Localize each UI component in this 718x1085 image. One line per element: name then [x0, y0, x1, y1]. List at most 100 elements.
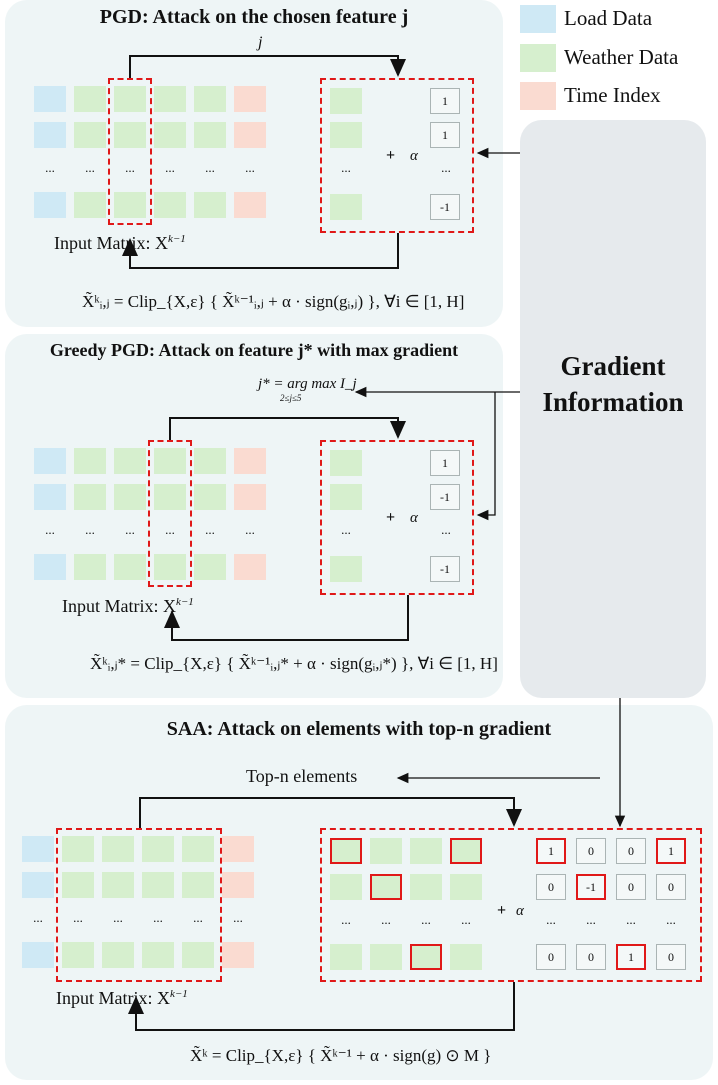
saa-pert-cell-green	[330, 838, 362, 864]
pgd-pert-value: 1	[430, 122, 460, 148]
greedy-ellipsis: ...	[85, 522, 95, 537]
pgd-perturbation-box	[320, 78, 474, 233]
saa-pert-cell-green	[410, 838, 442, 864]
saa-cell-blue	[22, 872, 54, 898]
greedy-cell-green	[114, 554, 146, 580]
pgd-cell-green	[154, 86, 186, 112]
saa-cell-green	[62, 836, 94, 862]
saa-mask-ellipsis: ...	[626, 912, 636, 927]
greedy-pert-ellipsis: ...	[341, 522, 351, 537]
saa-mask-value: 0	[656, 874, 686, 900]
pgd-pert-value-ellipsis: ...	[441, 160, 451, 175]
greedy-select-arrow	[169, 417, 406, 440]
pgd-cell-blue	[34, 192, 66, 218]
saa-pert-highlight	[330, 838, 362, 864]
greedy-plus-sign: +	[386, 509, 396, 526]
pgd-cell-green	[114, 86, 146, 112]
saa-mask-value: 1	[656, 838, 686, 864]
saa-cell-blue	[22, 836, 54, 862]
greedy-cell-green	[154, 484, 186, 510]
saa-pert-cell-green	[410, 874, 442, 900]
legend-swatch-weather	[520, 44, 556, 72]
greedy-cell-pink	[234, 484, 266, 510]
pgd-alpha: α	[410, 148, 418, 164]
saa-pert-cell-green	[450, 944, 482, 970]
pgd-cell-green	[194, 86, 226, 112]
pgd-pert-ellipsis: ...	[341, 160, 351, 175]
greedy-return-arrow	[164, 595, 409, 641]
saa-mask-ellipsis: ...	[586, 912, 596, 927]
saa-pert-cell-green	[370, 838, 402, 864]
saa-mask-ellipsis: ...	[666, 912, 676, 927]
greedy-cell-pink	[234, 448, 266, 474]
saa-mask-value: 1	[536, 838, 566, 864]
greedy-pert-value: 1	[430, 450, 460, 476]
saa-ellipsis: ...	[33, 910, 43, 925]
saa-mask-value: 0	[656, 944, 686, 970]
pgd-pert-cell-green	[330, 122, 362, 148]
pgd-plus-sign: +	[386, 147, 396, 164]
pgd-formula: X̃ᵏᵢ,ⱼ = Clip_{X,ε} { X̃ᵏ⁻¹ᵢ,ⱼ + α · sig…	[82, 292, 465, 311]
greedy-argmax-text: j* = arg max I_j	[258, 376, 357, 392]
saa-cell-green	[142, 872, 174, 898]
saa-ellipsis: ...	[233, 910, 243, 925]
pgd-cell-blue	[34, 122, 66, 148]
greedy-argmax-sub: 2≤j≤5	[280, 393, 302, 403]
pgd-cell-pink	[234, 192, 266, 218]
saa-plus-sign: +	[497, 902, 507, 919]
saa-pert-cell-green	[450, 838, 482, 864]
saa-input-label-sup: k−1	[170, 988, 188, 1000]
greedy-formula: X̃ᵏᵢ,ⱼ* = Clip_{X,ε} { X̃ᵏ⁻¹ᵢ,ⱼ* + α · s…	[90, 654, 498, 673]
pgd-input-label-text: Input Matrix: X	[54, 233, 168, 253]
greedy-pert-cell-green	[330, 484, 362, 510]
greedy-ellipsis: ...	[45, 522, 55, 537]
greedy-cell-green	[74, 554, 106, 580]
greedy-ellipsis: ...	[165, 522, 175, 537]
saa-return-arrow	[128, 982, 515, 1031]
greedy-cell-green	[154, 448, 186, 474]
saa-cell-green	[102, 836, 134, 862]
pgd-title: PGD: Attack on the chosen feature j	[99, 6, 409, 28]
greedy-cell-blue	[34, 554, 66, 580]
saa-pert-cell-green	[410, 944, 442, 970]
saa-select-arrow	[139, 797, 522, 828]
saa-mask-value: 0	[576, 944, 606, 970]
saa-pert-ellipsis: ...	[421, 912, 431, 927]
saa-pert-ellipsis: ...	[461, 912, 471, 927]
gradient-information-box: Gradient Information	[520, 120, 706, 698]
saa-perturbation-box	[320, 828, 702, 982]
greedy-pert-cell-green	[330, 450, 362, 476]
saa-cell-green	[62, 942, 94, 968]
pgd-ellipsis: ...	[165, 160, 175, 175]
greedy-arrow-label: j* = arg max I_j 2≤j≤5	[258, 376, 357, 403]
greedy-cell-pink	[234, 554, 266, 580]
saa-cell-pink	[222, 836, 254, 862]
saa-pert-cell-green	[370, 944, 402, 970]
greedy-cell-green	[74, 484, 106, 510]
saa-ellipsis: ...	[193, 910, 203, 925]
greedy-cell-green	[154, 554, 186, 580]
gradient-information-label: Gradient Information	[520, 348, 706, 420]
pgd-input-label-sup: k−1	[168, 233, 186, 245]
pgd-select-arrow	[129, 55, 406, 78]
saa-pert-cell-green	[370, 874, 402, 900]
saa-pert-ellipsis: ...	[341, 912, 351, 927]
greedy-pgd-panel	[5, 334, 503, 698]
pgd-cell-green	[114, 192, 146, 218]
pgd-cell-pink	[234, 122, 266, 148]
pgd-pert-cell-green	[330, 194, 362, 220]
saa-pert-ellipsis: ...	[381, 912, 391, 927]
saa-mask-value: 0	[536, 874, 566, 900]
greedy-selected-column	[148, 440, 192, 587]
pgd-input-label: Input Matrix: Xk−1	[54, 233, 186, 254]
saa-cell-green	[182, 942, 214, 968]
pgd-ellipsis: ...	[245, 160, 255, 175]
pgd-cell-green	[74, 86, 106, 112]
greedy-cell-green	[194, 554, 226, 580]
pgd-ellipsis: ...	[45, 160, 55, 175]
saa-cell-pink	[222, 942, 254, 968]
pgd-cell-green	[74, 192, 106, 218]
saa-pert-highlight	[450, 838, 482, 864]
pgd-cell-green	[114, 122, 146, 148]
